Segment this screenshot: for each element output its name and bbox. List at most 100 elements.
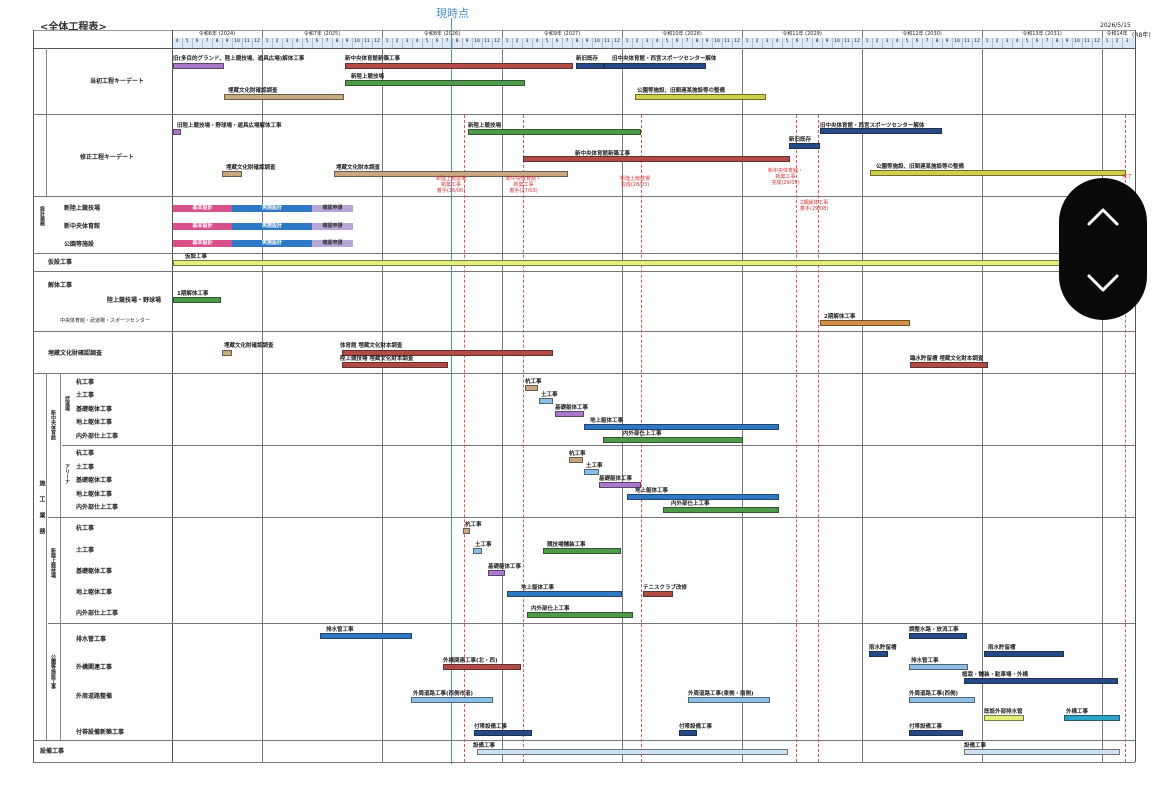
gantt-bar-label: 新中央体育館新築工事 bbox=[345, 56, 401, 62]
gantt-bar bbox=[909, 633, 967, 639]
month-tick bbox=[792, 38, 793, 48]
row-label-stadium-finish: 内外部仕上工事 bbox=[76, 610, 119, 617]
month-label: 12 bbox=[854, 39, 860, 44]
row-divider bbox=[48, 517, 1135, 518]
gantt-bar bbox=[688, 697, 770, 703]
row-label-arena-above: 地上躯体工事 bbox=[76, 491, 113, 498]
group-label-stadium: 新陸上競技場 bbox=[50, 548, 56, 578]
row-label-budo-earth: 土工事 bbox=[76, 392, 95, 399]
month-label: 6 bbox=[435, 39, 439, 44]
milestone-line bbox=[1125, 115, 1126, 762]
month-label: 2 bbox=[755, 39, 759, 44]
month-tick bbox=[712, 38, 713, 48]
month-tick bbox=[702, 38, 703, 48]
gantt-bar bbox=[342, 362, 448, 368]
gantt-bar-label: 地上躯体工事 bbox=[590, 418, 624, 424]
month-tick bbox=[902, 38, 903, 48]
milestone-gym-complete: 新中央体育館・ 新築工事 完成(29/05) bbox=[768, 168, 804, 186]
month-tick bbox=[612, 38, 613, 48]
month-label: 2 bbox=[395, 39, 399, 44]
month-tick bbox=[252, 38, 253, 48]
month-tick bbox=[662, 38, 663, 48]
group-label-design: 設計業務 bbox=[39, 206, 45, 226]
row-divider bbox=[62, 445, 1135, 446]
month-label: 3 bbox=[1005, 39, 1009, 44]
month-tick bbox=[422, 38, 423, 48]
chevron-up-icon[interactable] bbox=[1083, 202, 1123, 232]
gantt-bar bbox=[468, 129, 641, 135]
month-tick bbox=[752, 38, 753, 48]
month-tick bbox=[272, 38, 273, 48]
month-tick bbox=[502, 38, 503, 48]
scroll-nav-control[interactable] bbox=[1059, 178, 1147, 320]
month-tick bbox=[592, 38, 593, 48]
row-label-equipment: 設備工事 bbox=[40, 748, 65, 755]
gantt-bar-label: 外周道路工事(東側・南側) bbox=[688, 691, 754, 697]
gantt-bar-label: 土工事 bbox=[541, 392, 558, 398]
month-label: 4 bbox=[1015, 39, 1019, 44]
group-label-arena: アリーナ bbox=[64, 464, 70, 484]
gantt-bar bbox=[869, 651, 888, 657]
gantt-bar-label: 植栽・舗装・駐車場・外構 bbox=[962, 672, 1029, 678]
gantt-bar bbox=[635, 94, 766, 100]
month-tick bbox=[442, 38, 443, 48]
month-label: 1 bbox=[1105, 39, 1109, 44]
row-label-stadium-earth: 土工事 bbox=[76, 547, 95, 554]
row-label-initial: 当初工程キーデート bbox=[90, 78, 145, 85]
month-tick bbox=[872, 38, 873, 48]
gantt-bar bbox=[663, 507, 779, 513]
gantt-bar-label: 排水管工事 bbox=[911, 658, 939, 664]
month-label: 12 bbox=[614, 39, 620, 44]
gantt-bar bbox=[463, 528, 470, 534]
year-divider bbox=[1102, 30, 1103, 762]
gantt-bar bbox=[1064, 715, 1120, 721]
row-divider bbox=[33, 271, 1135, 272]
gantt-bar bbox=[224, 94, 344, 100]
month-label: 4 bbox=[295, 39, 299, 44]
gantt-bar-label: 競技場舗装工事 bbox=[547, 542, 586, 548]
gantt-bar-label: 内外部仕上工事 bbox=[623, 431, 662, 437]
month-label: 11 bbox=[964, 39, 970, 44]
row-label-design-stadium: 新陸上競技場 bbox=[64, 205, 101, 212]
month-tick bbox=[722, 38, 723, 48]
gantt-bar bbox=[643, 591, 673, 597]
month-label: 6 bbox=[555, 39, 559, 44]
gantt-bar bbox=[603, 437, 743, 443]
gantt-bar bbox=[679, 730, 697, 736]
gantt-bar-label: 新陸上競技場 bbox=[351, 74, 385, 80]
group-label-budo: 武道場 bbox=[64, 396, 70, 411]
month-label: 1 bbox=[385, 39, 389, 44]
chevron-down-icon[interactable] bbox=[1083, 268, 1123, 298]
row-label-revised: 修正工程キーデート bbox=[80, 154, 135, 161]
gantt-bar-label: 埋蔵文化財確認調査 bbox=[226, 165, 276, 171]
month-tick bbox=[952, 38, 953, 48]
gantt-bar-label: 杭工事 bbox=[569, 451, 586, 457]
gantt-bar-label: 地上躯体工事 bbox=[521, 585, 555, 591]
milestone-line bbox=[818, 115, 819, 762]
month-label: 7 bbox=[685, 39, 689, 44]
month-label: 3 bbox=[525, 39, 529, 44]
year-label: 令和8年 (2026) bbox=[423, 31, 461, 37]
month-label: 6 bbox=[915, 39, 919, 44]
gantt-bar-label: 新中央体育館新築工事 bbox=[575, 151, 631, 157]
month-tick bbox=[832, 38, 833, 48]
month-tick bbox=[862, 38, 863, 48]
month-tick bbox=[282, 38, 283, 48]
gantt-bar bbox=[473, 548, 482, 554]
row-label-arena-foundation: 基礎躯体工事 bbox=[76, 477, 113, 484]
year-divider bbox=[862, 30, 863, 762]
gantt-bar bbox=[345, 80, 525, 86]
month-tick bbox=[1022, 38, 1023, 48]
gantt-bar bbox=[334, 171, 568, 177]
row-label-stadium-pile: 杭工事 bbox=[76, 525, 95, 532]
month-tick bbox=[552, 38, 553, 48]
gantt-bar-label: 外構工事 bbox=[1066, 709, 1089, 715]
gantt-bar-label: 2期解体工事 bbox=[824, 314, 856, 320]
gantt-bar-label: 調整水路・放流工事 bbox=[909, 627, 959, 633]
sheet-date: 2026/5/15 bbox=[1100, 22, 1131, 29]
month-tick bbox=[802, 38, 803, 48]
gantt-bar bbox=[984, 651, 1064, 657]
year-label: 令和7年 (2025) bbox=[303, 31, 341, 37]
month-label: 6 bbox=[315, 39, 319, 44]
